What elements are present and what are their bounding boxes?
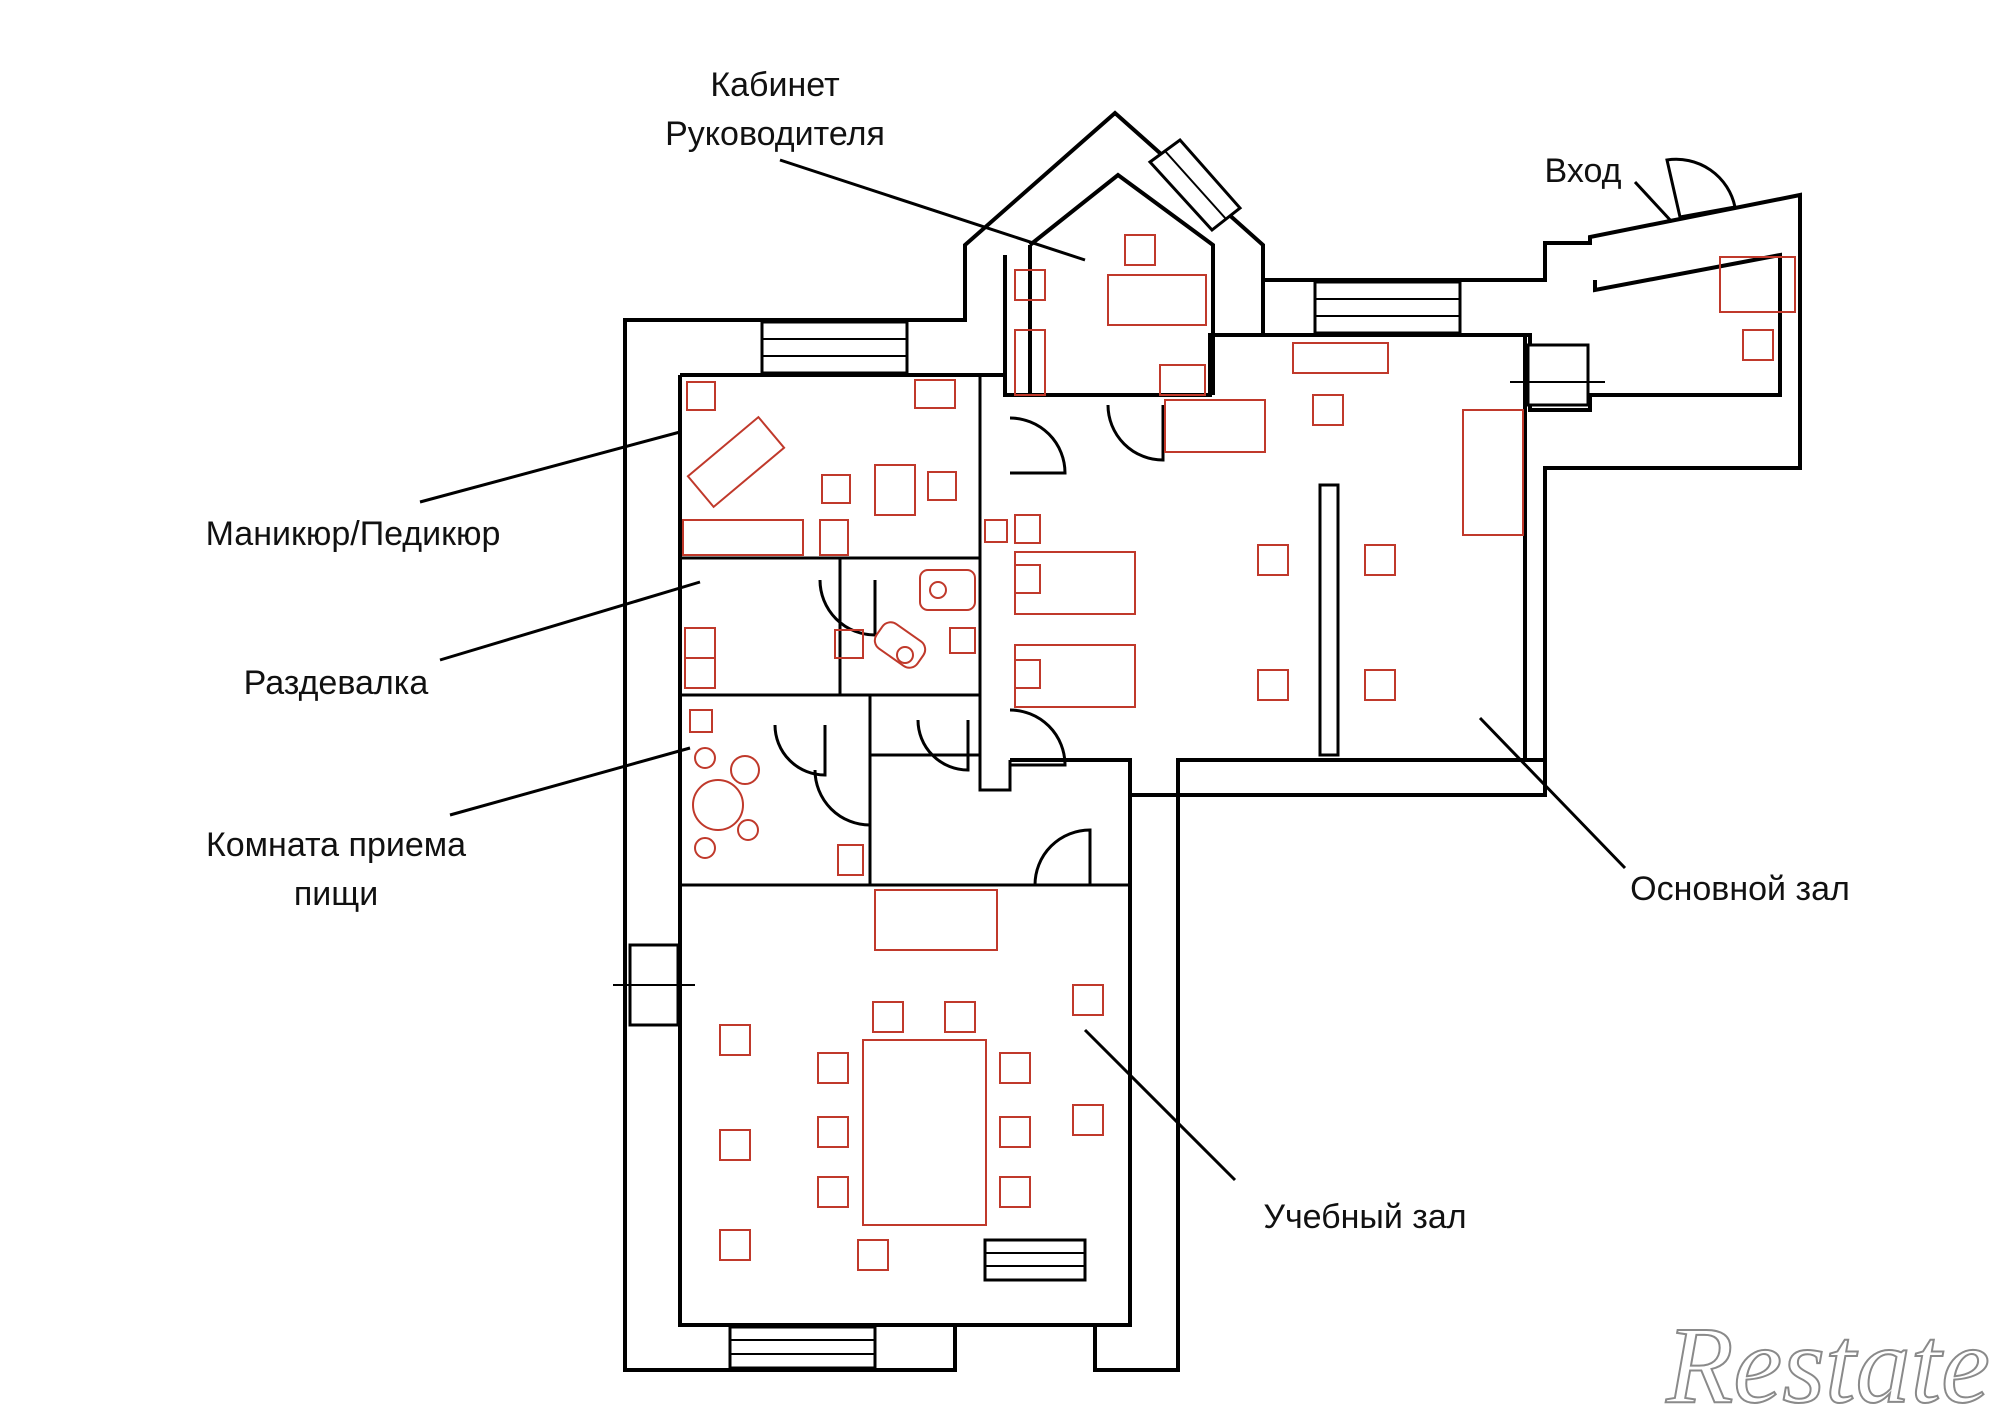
label-locker-room: Раздевалка: [244, 664, 429, 702]
windows: [613, 137, 1605, 1370]
label-main-hall: Основной зал: [1630, 870, 1850, 908]
label-dining-line1: Комната приема: [206, 826, 466, 864]
outer-walls: [623, 110, 1802, 1372]
label-training-hall: Учебный зал: [1263, 1198, 1466, 1236]
label-dining-line2: пищи: [294, 875, 378, 913]
leader-lines: [419, 158, 1674, 1182]
label-director-line2: Руководителя: [665, 115, 885, 153]
label-entrance: Вход: [1545, 152, 1622, 190]
room-labels: Кабинет Руководителя Вход Маникюр/Педикю…: [206, 66, 1850, 1236]
label-director-line1: Кабинет: [710, 66, 839, 104]
furniture: [682, 234, 1796, 1271]
label-manicure: Маникюр/Педикюр: [206, 515, 501, 553]
interior-walls: [680, 375, 1340, 887]
doors: [773, 157, 1737, 886]
watermark-logo: Restate: [1665, 1304, 1990, 1414]
